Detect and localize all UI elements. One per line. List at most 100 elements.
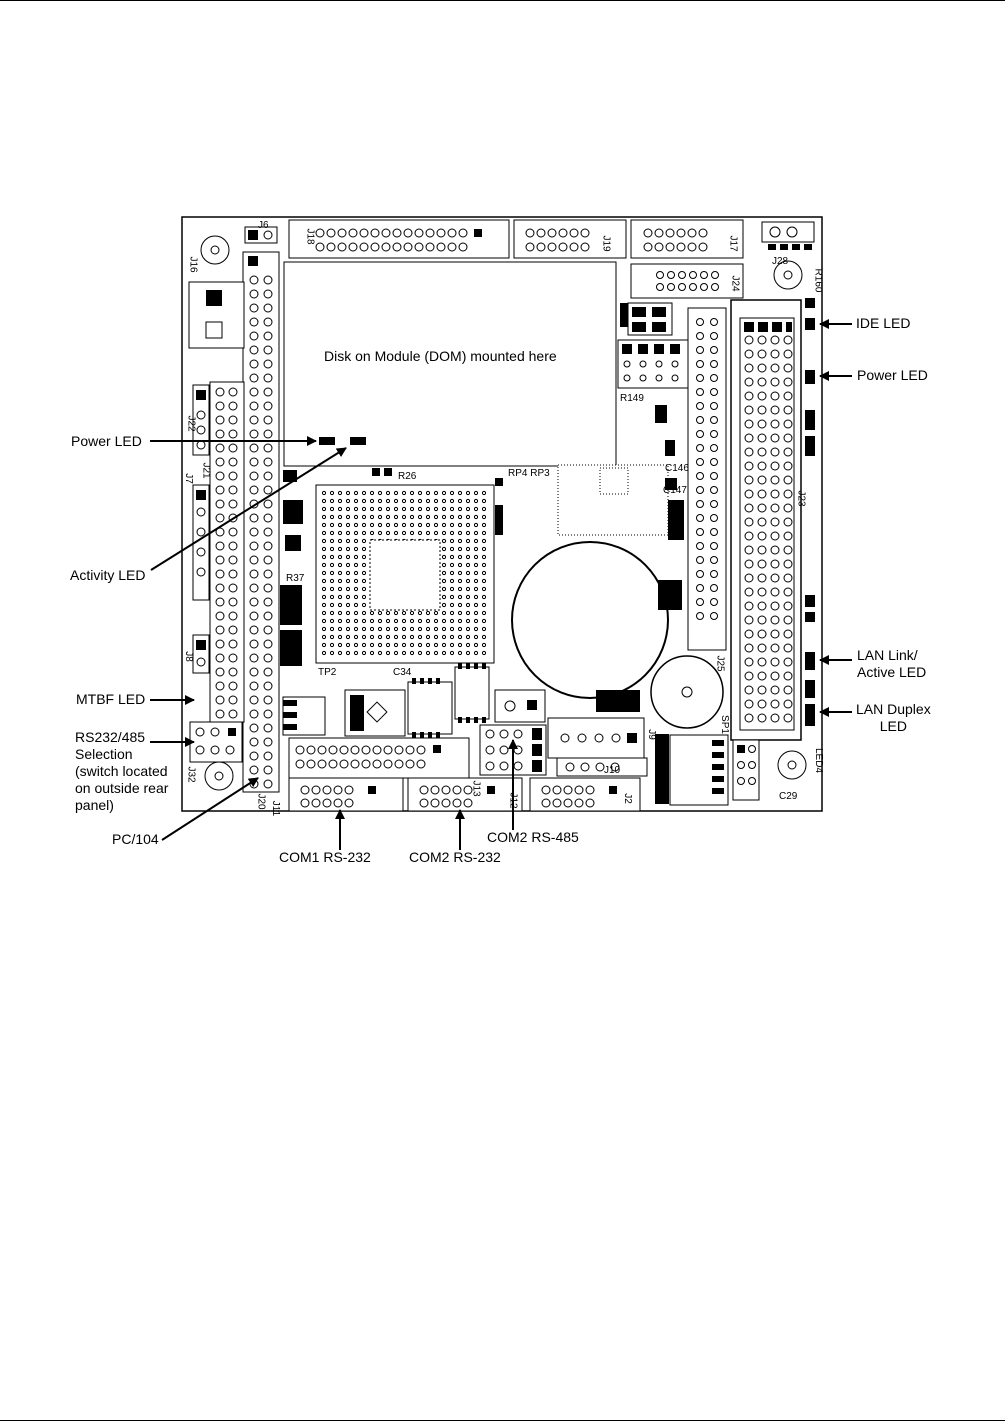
pin [441, 798, 451, 808]
pin [419, 798, 429, 808]
pin [329, 634, 335, 640]
pin [385, 626, 391, 632]
pin [228, 415, 238, 425]
pin [228, 695, 238, 705]
pin [377, 650, 383, 656]
pin [329, 562, 335, 568]
pin [710, 570, 718, 578]
pin [457, 650, 463, 656]
pin [757, 377, 767, 387]
pin [473, 538, 479, 544]
pin [473, 578, 479, 584]
pin [770, 377, 780, 387]
silk-j18: J18 [304, 228, 316, 245]
pin [249, 387, 259, 397]
pin [770, 671, 780, 681]
pin [558, 228, 568, 238]
pin [361, 490, 367, 496]
pin [321, 578, 327, 584]
pin [667, 271, 675, 279]
silk-r160: R160 [812, 268, 824, 293]
connector-j22 [192, 384, 210, 456]
pin [321, 554, 327, 560]
pin [744, 531, 754, 541]
pin [665, 242, 675, 252]
pin [361, 538, 367, 544]
pin [757, 363, 767, 373]
pin [361, 506, 367, 512]
pin [417, 498, 423, 504]
pin [393, 514, 399, 520]
pin [329, 610, 335, 616]
pin [449, 626, 455, 632]
pin [458, 242, 468, 252]
pin [473, 530, 479, 536]
label-rs232-485: RS232/485 Selection (switch located on o… [75, 729, 169, 813]
chipset-area [557, 464, 669, 536]
pin [689, 283, 697, 291]
pin [337, 594, 343, 600]
pin [414, 228, 424, 238]
pin [333, 785, 343, 795]
pin [417, 514, 423, 520]
pin [401, 650, 407, 656]
pin [249, 737, 259, 747]
pin [249, 513, 259, 523]
pin [377, 514, 383, 520]
pin [215, 471, 225, 481]
pin [696, 514, 704, 522]
pin [744, 419, 754, 429]
pin [249, 709, 259, 719]
pin [457, 522, 463, 528]
pin [419, 785, 429, 795]
pin [321, 602, 327, 608]
pin [744, 559, 754, 569]
pin [744, 377, 754, 387]
pin [337, 562, 343, 568]
pin [353, 506, 359, 512]
pin [215, 653, 225, 663]
dom-area-text: Disk on Module (DOM) mounted here [324, 348, 557, 364]
pin [417, 618, 423, 624]
pin [263, 373, 273, 383]
pin [441, 554, 447, 560]
pin [377, 498, 383, 504]
top-rule [0, 0, 1005, 1]
pin [481, 578, 487, 584]
pin [698, 242, 708, 252]
pin [783, 699, 793, 709]
pin [580, 228, 590, 238]
pin [249, 457, 259, 467]
pin [744, 587, 754, 597]
connector-j9 [547, 717, 645, 759]
pin [350, 745, 360, 755]
pin [710, 318, 718, 326]
pin [473, 618, 479, 624]
pin [361, 626, 367, 632]
pin [457, 514, 463, 520]
pin [417, 530, 423, 536]
pin [425, 610, 431, 616]
pin [329, 522, 335, 528]
pin [329, 490, 335, 496]
pin [465, 602, 471, 608]
pin [757, 685, 767, 695]
silk-j25: J25 [714, 655, 726, 672]
pin [757, 461, 767, 471]
pin [465, 490, 471, 496]
pin [696, 528, 704, 536]
pin [783, 335, 793, 345]
pin [449, 514, 455, 520]
pin [377, 490, 383, 496]
header-j6 [244, 226, 278, 244]
pin [757, 629, 767, 639]
pin [770, 559, 780, 569]
pin [215, 485, 225, 495]
pin [228, 625, 238, 635]
pin [465, 594, 471, 600]
pin [344, 785, 354, 795]
pin [449, 634, 455, 640]
pin [457, 498, 463, 504]
pin [337, 642, 343, 648]
pin [228, 485, 238, 495]
